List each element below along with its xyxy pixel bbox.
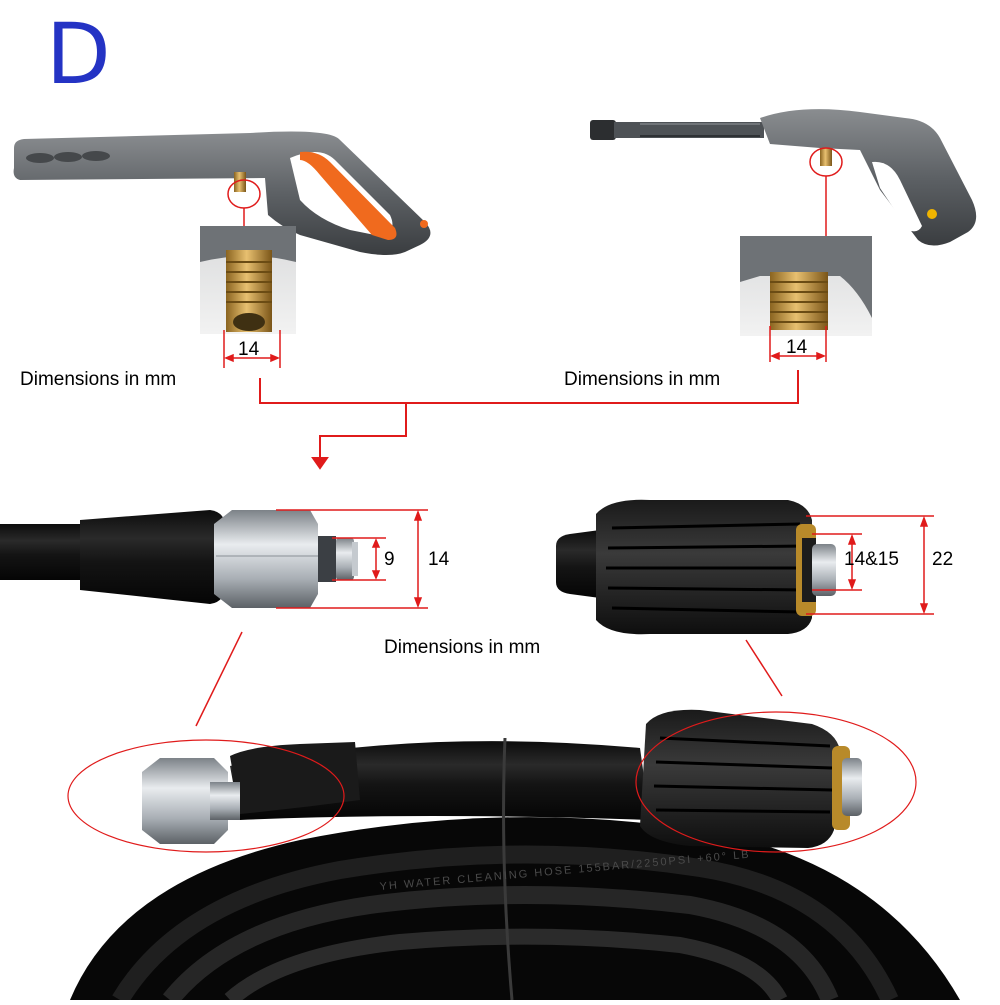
right-fitting-dimension-marks xyxy=(806,515,934,615)
right-end-highlight-ellipse xyxy=(635,711,917,853)
left-thread-dimension: 14 xyxy=(238,339,260,360)
left-dimensions-caption: Dimensions in mm xyxy=(20,369,177,390)
right-fitting-outer-dimension: 22 xyxy=(932,549,954,570)
middle-dimensions-caption: Dimensions in mm xyxy=(384,637,541,658)
left-thread-dimension-marks xyxy=(223,330,281,368)
variant-label: D xyxy=(46,5,111,103)
left-thread-closeup xyxy=(200,226,296,334)
left-fitting-dimension-marks xyxy=(276,509,428,609)
left-callout-line xyxy=(195,631,243,727)
right-spray-gun xyxy=(590,109,977,246)
left-fitting-inner-dimension: 9 xyxy=(384,549,395,570)
left-fitting-outer-dimension: 14 xyxy=(428,549,450,570)
right-dimensions-caption: Dimensions in mm xyxy=(564,369,721,390)
hose-coil xyxy=(70,709,960,1005)
right-fitting-inner-dimension: 14&15 xyxy=(844,549,899,570)
connector-lines xyxy=(259,370,799,470)
left-end-highlight-ellipse xyxy=(67,739,345,853)
right-thread-dimension-marks xyxy=(769,326,827,362)
right-hose-fitting xyxy=(556,499,836,635)
right-thread-closeup xyxy=(740,236,872,336)
right-thread-dimension: 14 xyxy=(786,337,808,358)
left-spray-gun xyxy=(13,131,431,255)
right-callout-line xyxy=(745,639,783,697)
left-hose-fitting xyxy=(0,510,358,608)
